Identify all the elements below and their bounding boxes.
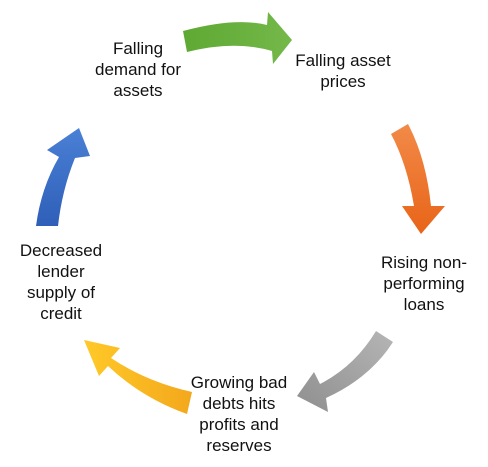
node-falling-asset-prices: Falling asset prices [295, 51, 391, 91]
arrow-prices-to-loans [391, 124, 445, 234]
arrow-debts-to-supply [84, 340, 192, 414]
arrow-loans-to-debts [297, 331, 393, 412]
arrow-demand-to-prices [183, 12, 292, 64]
node-growing-bad-debts: Growing bad debts hits profits and reser… [190, 373, 288, 455]
node-decreased-lender-supply: Decreased lender supply of credit [19, 241, 103, 323]
node-falling-demand-for-assets: Falling demand for assets [95, 39, 181, 100]
arrow-supply-to-demand [36, 128, 90, 226]
node-rising-non-performing-loans: Rising non- performing loans [381, 253, 467, 314]
